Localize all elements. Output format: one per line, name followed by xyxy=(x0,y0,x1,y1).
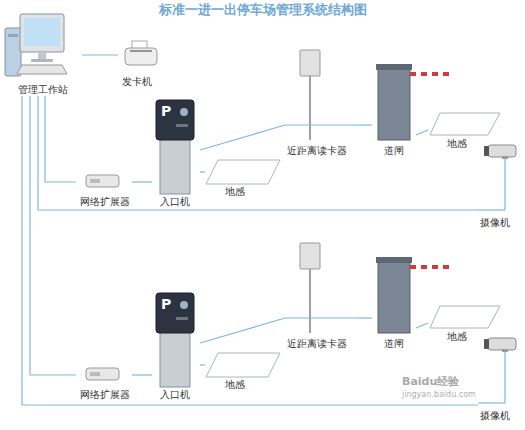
cable-connector xyxy=(416,323,428,328)
device-node: 网络扩展器 xyxy=(76,170,132,208)
pc-drive xyxy=(8,34,18,37)
device-label: 道闸 xyxy=(384,145,404,156)
device-label: 发卡机 xyxy=(122,76,152,87)
camera-lens xyxy=(484,146,489,156)
device-label: 道闸 xyxy=(384,338,404,349)
device-node: 入口机 xyxy=(152,98,200,208)
cable-connector xyxy=(45,96,76,182)
monitor-stand xyxy=(38,52,46,59)
monitor-base xyxy=(31,59,53,62)
issuer-body xyxy=(125,48,157,65)
device-node: 摄像机 xyxy=(478,333,522,423)
cable-connector xyxy=(30,96,76,375)
card-slot xyxy=(130,50,152,52)
lane-set-figure xyxy=(86,243,516,403)
device-label: 地感 xyxy=(225,379,245,390)
entry-button xyxy=(180,108,188,116)
monitor-screen xyxy=(24,18,60,46)
device-node: 地感 xyxy=(205,351,280,391)
device-node: 近距离读卡器 xyxy=(285,48,358,158)
cable-connector xyxy=(358,317,372,318)
device-label: 摄像机 xyxy=(480,217,510,228)
barrier-arm-stripes xyxy=(410,72,452,76)
barrier-cap xyxy=(376,64,412,70)
device-label: 摄像机 xyxy=(480,410,510,421)
device-node: 发卡机 xyxy=(118,38,165,88)
cable-connector xyxy=(132,181,152,182)
entry-pillar xyxy=(160,136,190,194)
reader-panel xyxy=(300,50,320,76)
cable-connector xyxy=(132,374,152,375)
device-node: 地感 xyxy=(205,158,280,198)
cable-connector xyxy=(200,364,205,365)
device-label: 网络扩展器 xyxy=(80,389,130,400)
ground-loop xyxy=(206,160,280,184)
device-label: 近距离读卡器 xyxy=(287,338,347,349)
diagram-title: 标准一进一出停车场管理系统结构图 xyxy=(0,2,525,17)
barrier-arm xyxy=(410,72,452,76)
keyboard xyxy=(17,65,67,74)
device-node: 入口机 xyxy=(152,291,200,401)
monitor-frame xyxy=(20,14,64,52)
cable-connector xyxy=(22,96,478,405)
cable-connector xyxy=(200,171,205,172)
reader-pole xyxy=(309,76,311,140)
network-extender xyxy=(86,175,119,187)
cable-connector xyxy=(358,124,372,125)
cable-connector xyxy=(200,318,285,343)
device-node: 摄像机 xyxy=(478,140,522,230)
device-label: 地感 xyxy=(447,138,467,149)
device-node: 道闸 xyxy=(372,62,416,158)
barrier-cabinet xyxy=(378,68,410,140)
device-node: 管理工作站 xyxy=(2,12,82,96)
device-label: 管理工作站 xyxy=(18,84,68,95)
ground-loop xyxy=(430,113,500,135)
device-node: 地感 xyxy=(428,303,502,343)
camera-body xyxy=(488,145,516,157)
cable-connector xyxy=(82,54,118,55)
entry-slot xyxy=(176,124,188,127)
device-node: 道闸 xyxy=(372,255,416,351)
card-issuer-figure xyxy=(125,41,157,65)
cable-connector xyxy=(416,130,428,135)
device-node: 地感 xyxy=(428,110,502,150)
workstation-figure xyxy=(5,14,67,76)
cable-connector xyxy=(200,125,285,150)
device-label: 地感 xyxy=(447,331,467,342)
pc-tower xyxy=(5,28,21,76)
camera-wire xyxy=(478,209,505,210)
cable-connector xyxy=(38,96,478,210)
camera-pole xyxy=(504,158,505,210)
device-label: 网络扩展器 xyxy=(80,196,130,207)
device-label: 近距离读卡器 xyxy=(287,145,347,156)
watermark: Baidu经验 xyxy=(402,375,459,388)
entry-head xyxy=(156,100,194,140)
device-label: 入口机 xyxy=(160,389,190,400)
device-label: 入口机 xyxy=(160,196,190,207)
lane-set-figure xyxy=(86,50,516,210)
device-node: 网络扩展器 xyxy=(76,363,132,401)
camera-mount xyxy=(502,156,508,159)
extender-port xyxy=(90,179,100,183)
device-label: 地感 xyxy=(225,186,245,197)
reader-wire xyxy=(285,124,358,125)
device-node: 近距离读卡器 xyxy=(285,241,358,351)
watermark: jingyan.baidu.com xyxy=(402,390,476,400)
device-logo: P xyxy=(161,103,171,119)
device-logo: P xyxy=(161,296,171,312)
